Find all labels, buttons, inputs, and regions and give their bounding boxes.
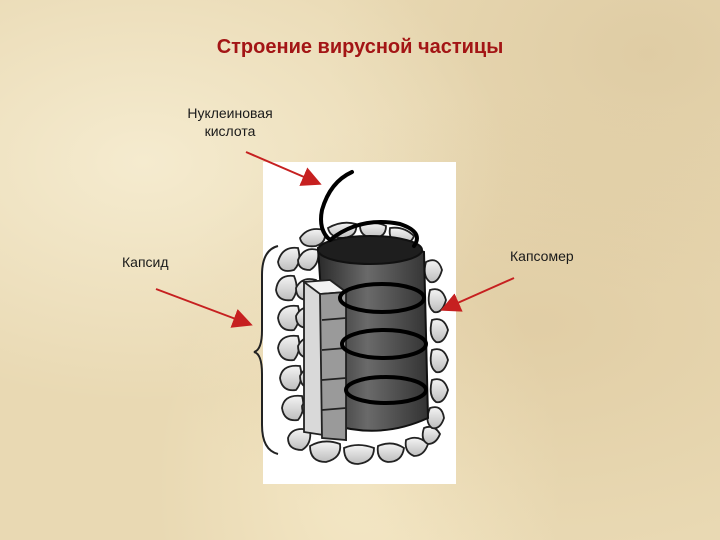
cutaway-wall [304, 280, 346, 440]
arrow-capsid [156, 289, 249, 324]
core-top [318, 236, 422, 264]
